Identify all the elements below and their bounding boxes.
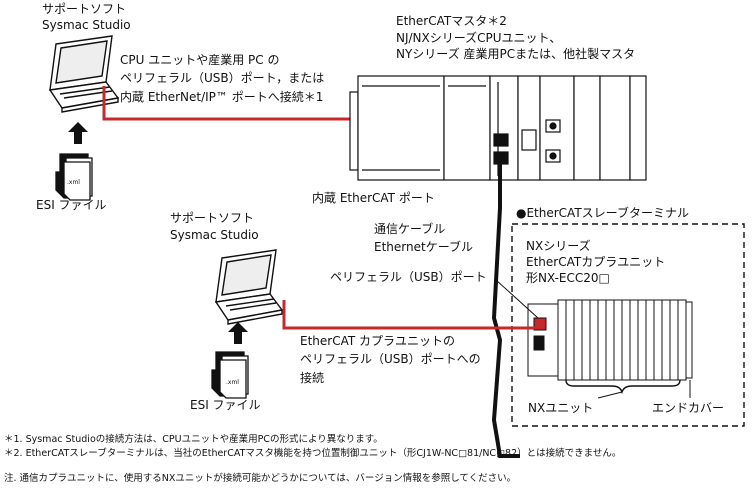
xml-file-icon-bottom — [211, 351, 249, 399]
usb-cable-top — [102, 86, 352, 121]
connection-note-top-line2: ペリフェラル（USB）ポート，または — [120, 71, 325, 85]
slave-terminal-title: ●EtherCATスレーブターミナル — [516, 206, 689, 220]
up-arrow-icon-bottom — [228, 322, 248, 344]
connection-note-bottom-line2: ペリフェラル（USB）ポートへの — [300, 352, 481, 366]
footnote-3: 注. 通信カプラユニットに、使用するNXユニットが接続可能かどうかについては、バ… — [4, 473, 517, 484]
up-arrow-icon-top — [68, 122, 88, 144]
slave-terminal — [527, 299, 693, 381]
connection-note-bottom-line1: EtherCAT カプラユニットの — [300, 334, 456, 348]
peripheral-port-leader — [495, 279, 539, 319]
master-line3: NYシリーズ 産業用PCまたは、他社製マスタ — [396, 47, 636, 61]
laptop-icon-top — [48, 35, 120, 113]
xml-file-icon-top — [55, 153, 93, 201]
end-cover-label: エンドカバー — [652, 401, 725, 415]
cable-line2: Ethernetケーブル — [374, 240, 473, 254]
nx-unit-label: NXユニット — [528, 401, 594, 415]
esi-file-bottom: ESI ファイル — [190, 398, 261, 412]
builtin-ethercat-port: 内蔵 EtherCAT ポート — [312, 191, 435, 205]
coupler-line2: EtherCATカプラユニット — [526, 255, 666, 269]
xml-label-top: .xml — [67, 179, 80, 186]
cable-line1: 通信ケーブル — [374, 222, 446, 236]
support-software-top-line1: サポートソフト — [42, 2, 127, 16]
connection-note-top-line1: CPU ユニットや産業用 PC の — [120, 53, 280, 67]
master-line1: EtherCATマスタ＊2 — [396, 14, 507, 28]
ethercat-master-rack — [349, 75, 647, 181]
nx-unit-leader — [597, 391, 623, 399]
connection-note-top-line3: 内蔵 EtherNet/IP™ ポートへ接続＊1 — [120, 90, 324, 104]
connection-note-bottom-line3: 接続 — [300, 371, 325, 385]
support-software-bottom-line2: Sysmac Studio — [170, 228, 259, 242]
ethercat-cable — [491, 164, 520, 458]
slave-terminal-box — [511, 223, 745, 427]
footnote-2: ＊2. EtherCATスレーブターミナルは、当社のEtherCATマスタ機能を… — [4, 448, 622, 459]
coupler-line3: 形NX-ECC20□ — [526, 271, 610, 285]
footnote-1: ＊1. Sysmac Studioの接続方法は、CPUユニットや産業用PCの形式… — [4, 434, 383, 445]
nx-unit-brace — [565, 379, 681, 395]
support-software-bottom-line1: サポートソフト — [170, 211, 255, 225]
laptop-icon-bottom — [214, 249, 284, 325]
peripheral-port-label: ペリフェラル（USB）ポート — [330, 270, 487, 284]
xml-label-bottom: .xml — [226, 379, 239, 386]
master-line2: NJ/NXシリーズCPUユニット、 — [396, 31, 562, 45]
coupler-line1: NXシリーズ — [526, 239, 591, 253]
esi-file-top: ESI ファイル — [36, 198, 107, 212]
support-software-top-line2: Sysmac Studio — [42, 18, 131, 32]
usb-cable-bottom — [282, 300, 542, 330]
